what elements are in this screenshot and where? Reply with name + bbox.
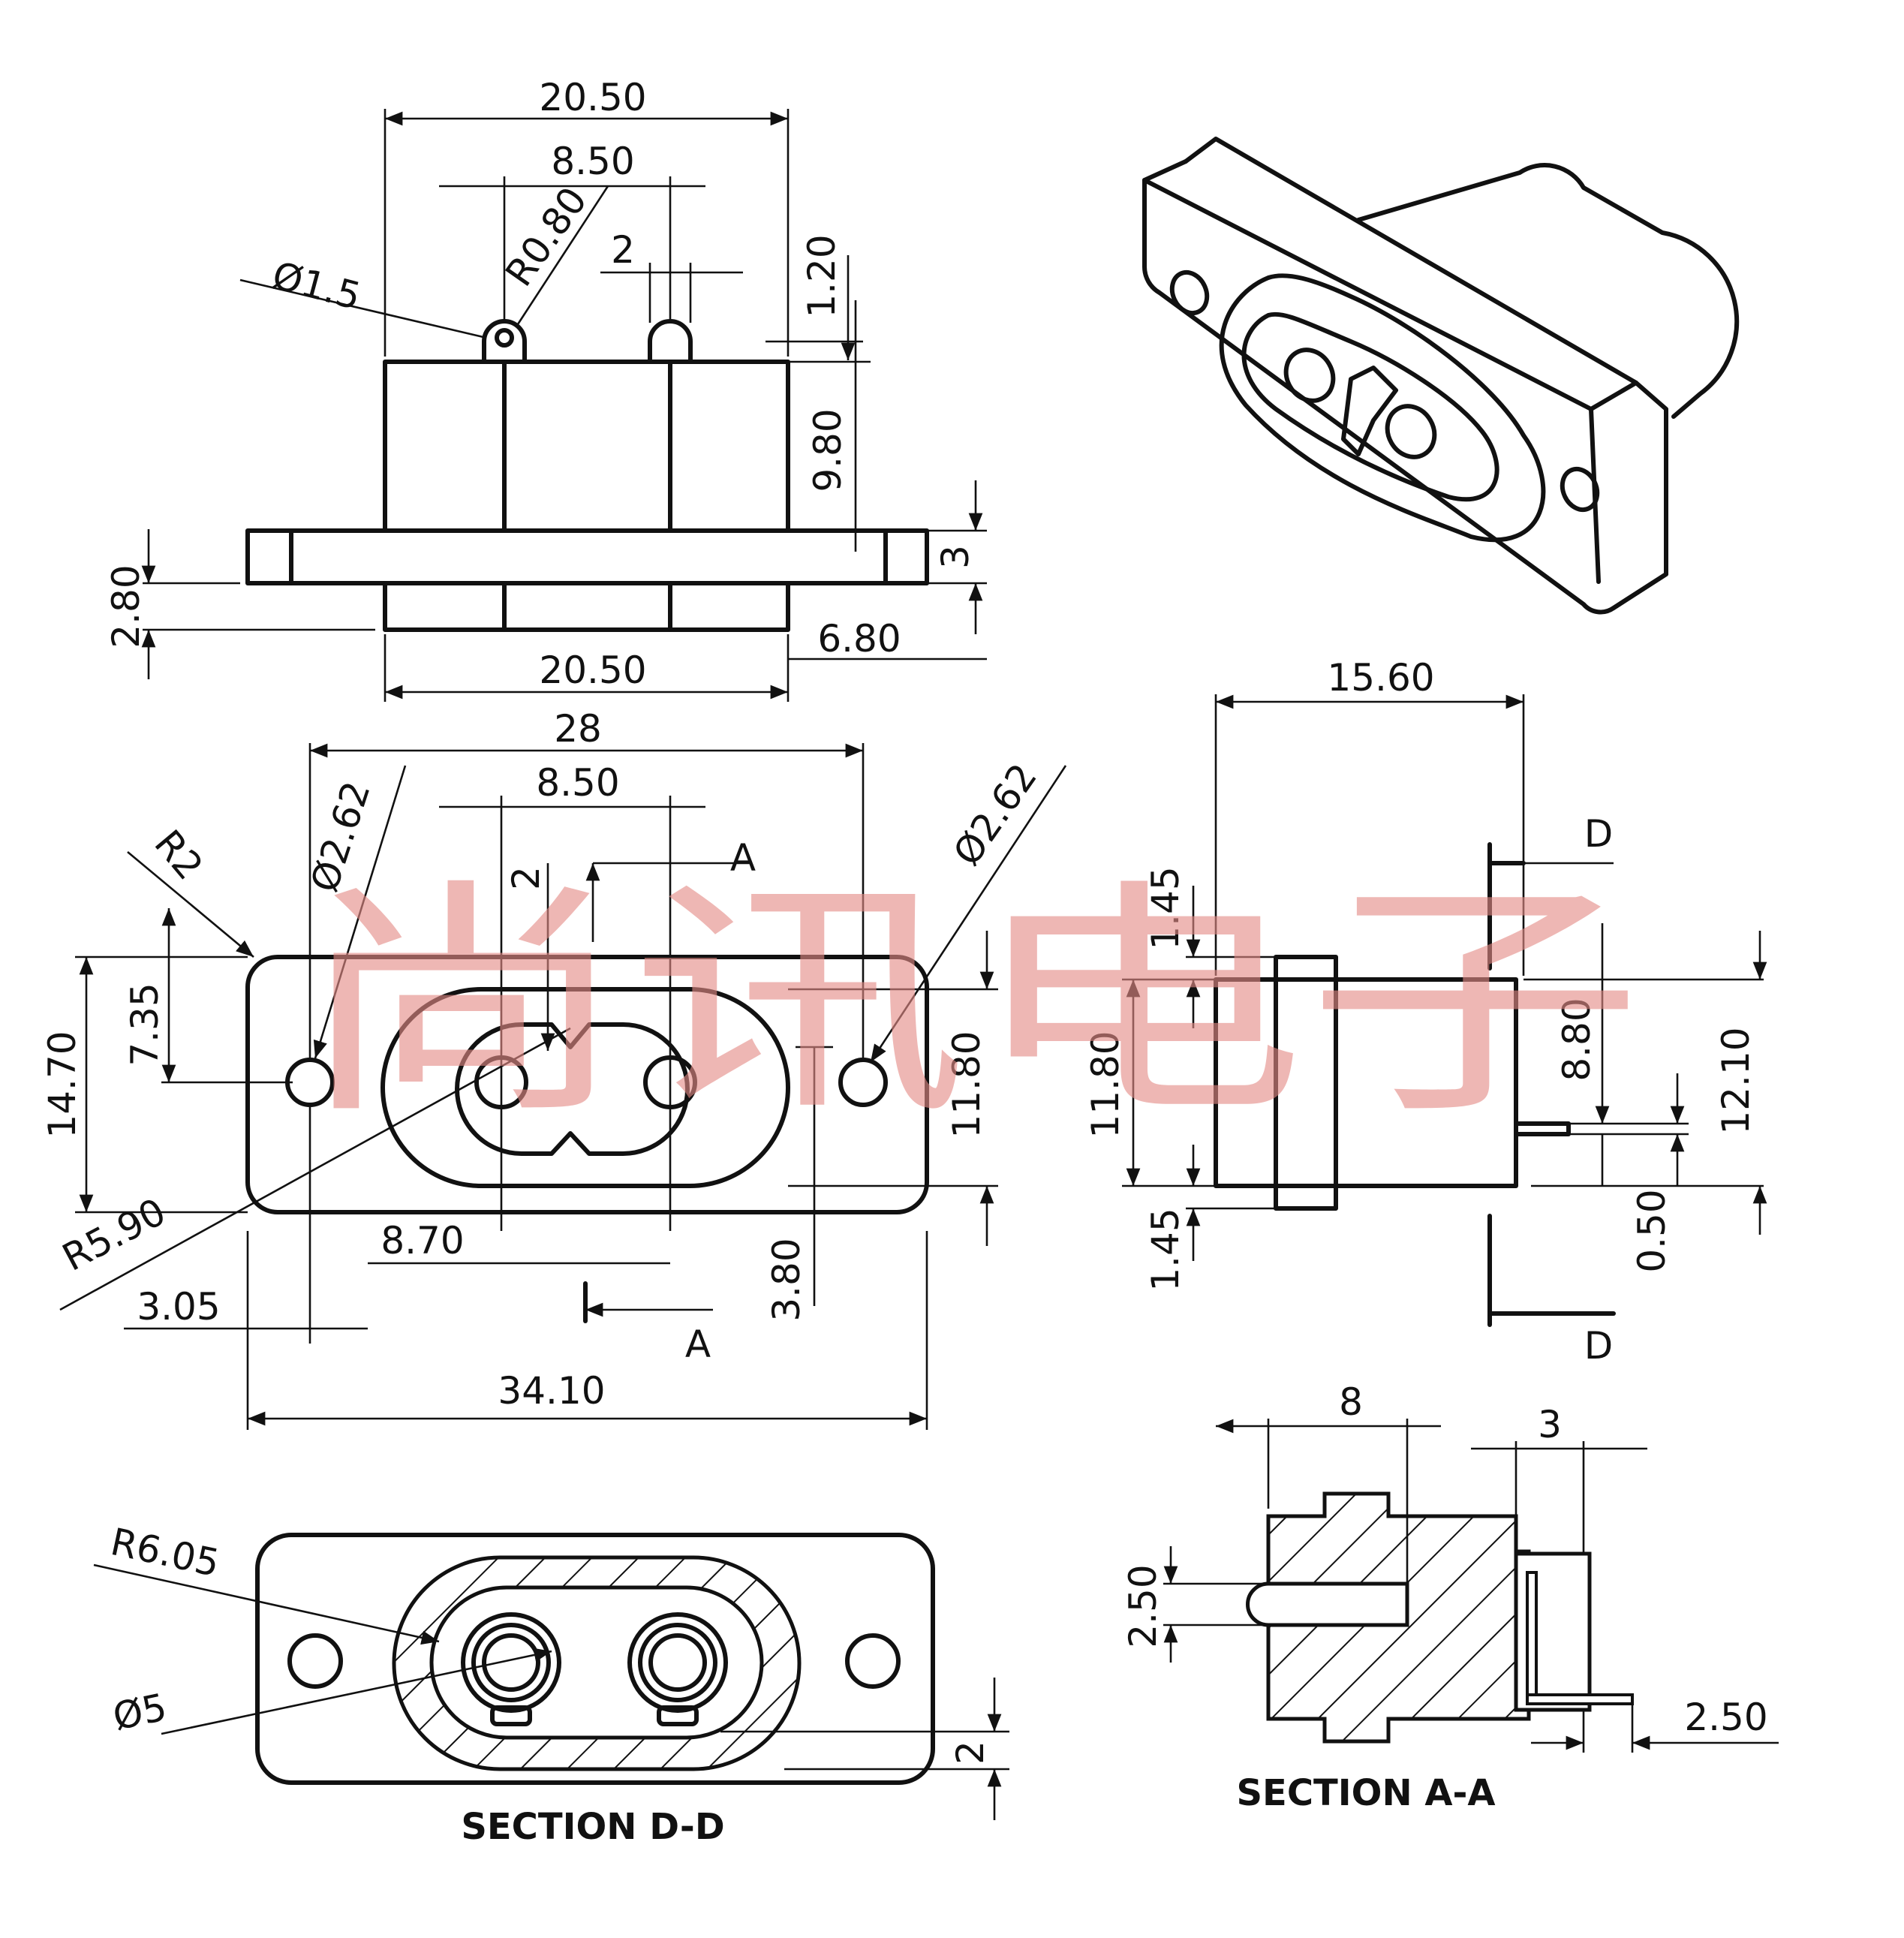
section-aa: 8 3 2.50 2.50 SECTION A-A [1121, 1380, 1779, 1814]
dim-top-flange-offset: 2.80 [104, 564, 148, 648]
side-view: 15.60 D 1.45 11.80 1.45 8.80 0.50 12.10 … [1084, 656, 1767, 1368]
dim-front-pin-depth: 3.80 [765, 1238, 808, 1321]
dim-top-pin-offset: 2 [611, 228, 635, 272]
dim-side-flange-bottom: 1.45 [1144, 1208, 1187, 1291]
dim-top-flange: 3 [934, 545, 977, 569]
dim-front-corner-radius: R2 [146, 822, 211, 888]
dim-top-width-bottom: 20.50 [539, 649, 646, 692]
dim-top-pin-radius: R0.80 [497, 179, 595, 294]
dim-top-width: 20.50 [539, 76, 646, 119]
dim-side-depth: 15.60 [1327, 656, 1434, 700]
watermark-text: 尚讯电子 [293, 859, 1644, 1147]
dim-side-pin-thick: 0.50 [1630, 1189, 1674, 1272]
dim-aa-pin-offset: 2.50 [1684, 1696, 1767, 1739]
dim-front-height: 14.70 [41, 1031, 84, 1138]
dim-side-total: 12.10 [1714, 1027, 1758, 1134]
dim-front-hole-edge: 3.05 [137, 1285, 220, 1329]
section-d-top: D [1584, 812, 1614, 856]
dim-side-body: 11.80 [1084, 1031, 1127, 1138]
dim-top-pin-height: 1.20 [800, 234, 844, 317]
dim-front-pin-spacing: 8.70 [380, 1219, 464, 1262]
dim-top-pin-dia: Ø1.5 [268, 254, 365, 319]
dim-front-span: 28 [554, 707, 602, 751]
dim-aa-slot: 2.50 [1121, 1564, 1165, 1648]
dim-dd-wall: 2 [949, 1741, 992, 1765]
section-dd-title: SECTION D-D [461, 1806, 724, 1848]
dim-aa-depth: 3 [1538, 1403, 1562, 1446]
section-a-bottom: A [685, 1323, 711, 1366]
dim-front-hole-right: Ø2.62 [945, 756, 1045, 874]
dim-front-pitch: 8.50 [536, 761, 619, 805]
dim-dd-radius: R6.05 [107, 1520, 224, 1585]
dim-side-pin-height: 8.80 [1555, 998, 1599, 1081]
dim-top-flange-ext: 6.80 [817, 617, 901, 661]
dim-front-hole-height: 7.35 [123, 983, 167, 1066]
dim-front-key-offset: 2 [504, 866, 548, 890]
dim-front-opening: 11.80 [945, 1031, 988, 1138]
dim-top-body-height: 9.80 [806, 408, 850, 492]
dim-side-flange-top: 1.45 [1144, 866, 1187, 949]
section-a-top: A [730, 836, 756, 880]
section-d-bottom: D [1584, 1324, 1614, 1368]
dim-top-pitch: 8.50 [551, 140, 634, 183]
isometric-view [1141, 137, 1740, 615]
section-dd: R6.05 Ø5 2 SECTION D-D [93, 1520, 1009, 1848]
dim-front-width: 34.10 [498, 1369, 605, 1413]
top-view: 20.50 8.50 2 Ø1.5 R0.80 1.20 9.80 3 2.80… [104, 76, 987, 702]
dim-front-opening-radius: R5.90 [56, 1190, 173, 1280]
section-aa-title: SECTION A-A [1236, 1772, 1495, 1814]
dim-aa-length: 8 [1339, 1380, 1363, 1424]
dim-dd-dia: Ø5 [109, 1685, 170, 1739]
